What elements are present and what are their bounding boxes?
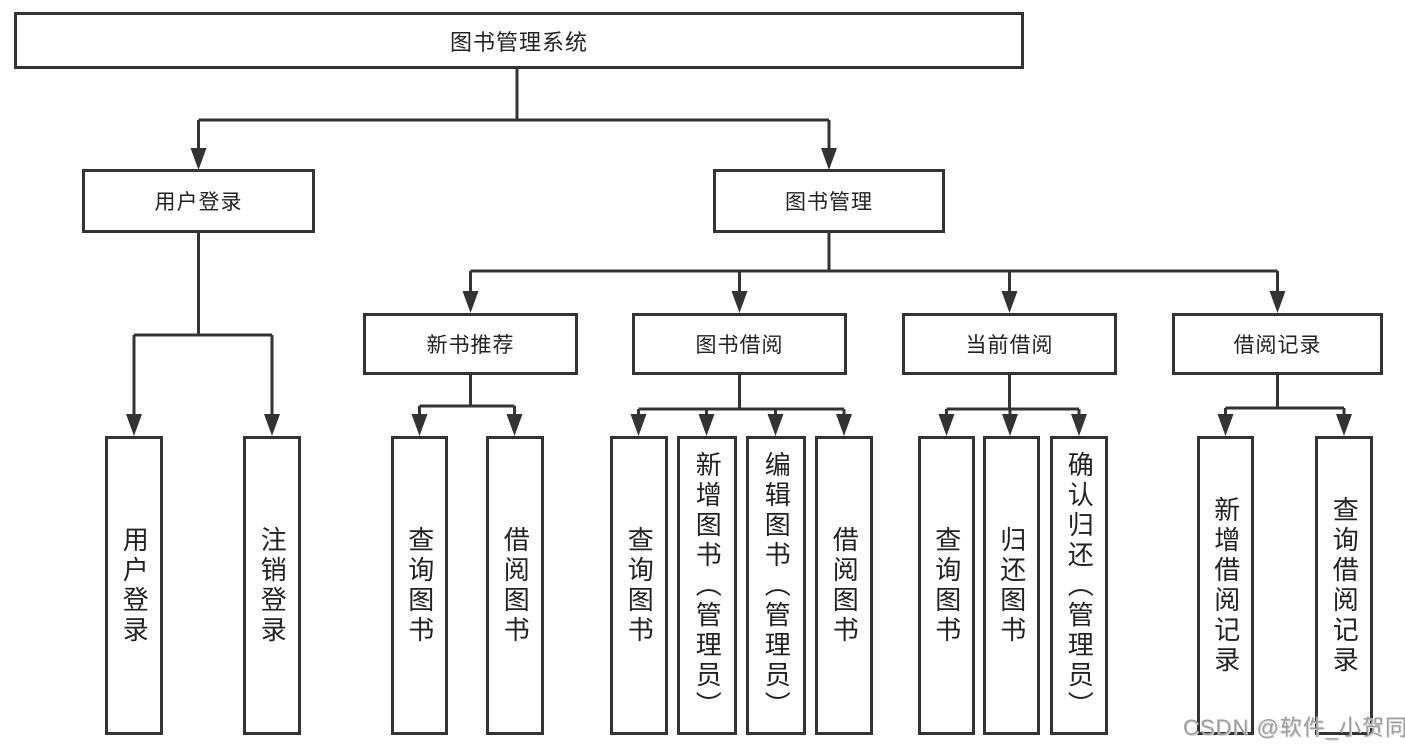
node-library-system: 图书管理系统 bbox=[14, 12, 1024, 69]
leaf-query-books-recommend: 查询图书 bbox=[391, 436, 448, 735]
node-borrow-records-label: 借阅记录 bbox=[1233, 334, 1322, 357]
leaf-add-borrow-record-label: 新增借阅记录 bbox=[1210, 495, 1241, 676]
leaf-borrow-books-recommend: 借阅图书 bbox=[486, 436, 544, 735]
leaf-user-login-label: 用户登录 bbox=[119, 525, 150, 646]
connector-user-login-children bbox=[132, 233, 274, 424]
leaf-query-books-borrow: 查询图书 bbox=[610, 436, 668, 735]
connector-book-mgmt-children bbox=[469, 233, 1279, 299]
leaf-confirm-return-admin: 确认归还（管理员） bbox=[1050, 436, 1108, 735]
leaf-edit-books-admin-label: 编辑图书（管理员） bbox=[761, 450, 792, 721]
leaf-add-books-admin-label: 新增图书（管理员） bbox=[692, 450, 723, 721]
leaf-borrow-books-recommend-label: 借阅图书 bbox=[500, 525, 531, 646]
connector-book-borrow-children bbox=[637, 375, 846, 424]
node-book-borrow-label: 图书借阅 bbox=[695, 334, 784, 357]
leaf-logout: 注销登录 bbox=[243, 436, 301, 735]
leaf-query-borrow-record-label: 查询借阅记录 bbox=[1329, 495, 1360, 676]
connector-new-books-children bbox=[418, 375, 516, 424]
leaf-return-books-label: 归还图书 bbox=[996, 525, 1027, 646]
csdn-watermark: CSDN @软件_小贺同学 bbox=[1183, 715, 1405, 740]
leaf-edit-books-admin: 编辑图书（管理员） bbox=[746, 436, 806, 735]
leaf-query-books-recommend-label: 查询图书 bbox=[404, 525, 435, 646]
connector-borrow-records-children bbox=[1224, 375, 1346, 424]
leaf-query-books-current: 查询图书 bbox=[918, 436, 975, 735]
node-book-borrow: 图书借阅 bbox=[632, 313, 847, 375]
leaf-borrow-books-label: 借阅图书 bbox=[829, 525, 860, 646]
node-book-management-label: 图书管理 bbox=[785, 191, 873, 214]
leaf-query-borrow-record: 查询借阅记录 bbox=[1315, 436, 1373, 735]
leaf-logout-label: 注销登录 bbox=[257, 525, 288, 646]
node-new-book-recommend: 新书推荐 bbox=[363, 313, 578, 375]
connector-current-borrow-children bbox=[945, 375, 1081, 424]
leaf-borrow-books: 借阅图书 bbox=[815, 436, 873, 735]
node-current-borrow-label: 当前借阅 bbox=[965, 334, 1054, 357]
node-borrow-records: 借阅记录 bbox=[1172, 313, 1383, 375]
leaf-return-books: 归还图书 bbox=[983, 436, 1040, 735]
leaf-user-login: 用户登录 bbox=[105, 436, 163, 735]
leaf-add-books-admin: 新增图书（管理员） bbox=[677, 436, 737, 735]
leaf-confirm-return-admin-label: 确认归还（管理员） bbox=[1064, 450, 1095, 721]
node-new-book-recommend-label: 新书推荐 bbox=[426, 334, 515, 357]
node-library-system-label: 图书管理系统 bbox=[449, 29, 588, 55]
node-user-login-label: 用户登录 bbox=[154, 191, 243, 214]
node-current-borrow: 当前借阅 bbox=[902, 313, 1117, 375]
leaf-add-borrow-record: 新增借阅记录 bbox=[1197, 436, 1254, 735]
leaf-query-books-current-label: 查询图书 bbox=[931, 525, 962, 646]
node-book-management: 图书管理 bbox=[713, 169, 945, 233]
node-user-login: 用户登录 bbox=[82, 169, 315, 233]
leaf-query-books-borrow-label: 查询图书 bbox=[624, 525, 655, 646]
connector-root-to-level2 bbox=[197, 69, 831, 152]
